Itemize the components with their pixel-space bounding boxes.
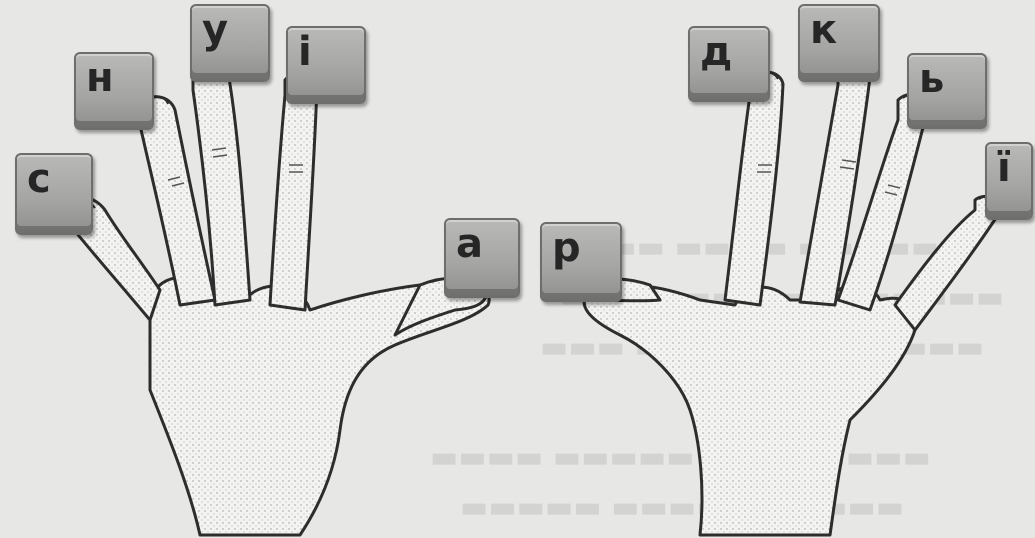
key-label: і [298,32,312,72]
key-i: і [286,26,366,104]
key-n: н [74,52,154,130]
key-label: ї [997,148,1011,188]
key-label: ь [919,59,944,99]
key-label: у [202,10,228,50]
key-s: с [15,153,93,235]
key-label: д [700,32,732,72]
key-r: р [540,222,622,302]
key-label: к [810,10,837,50]
key-label: а [456,224,483,264]
key-yi: ї [985,142,1033,220]
key-a: а [444,218,520,298]
key-label: с [27,159,51,199]
key-k: к [798,4,880,82]
key-label: р [552,228,581,268]
key-label: н [86,58,114,98]
left-hand [62,61,489,535]
key-d: д [688,26,770,102]
key-soft-sign: ь [907,53,987,129]
key-u: у [190,4,270,82]
